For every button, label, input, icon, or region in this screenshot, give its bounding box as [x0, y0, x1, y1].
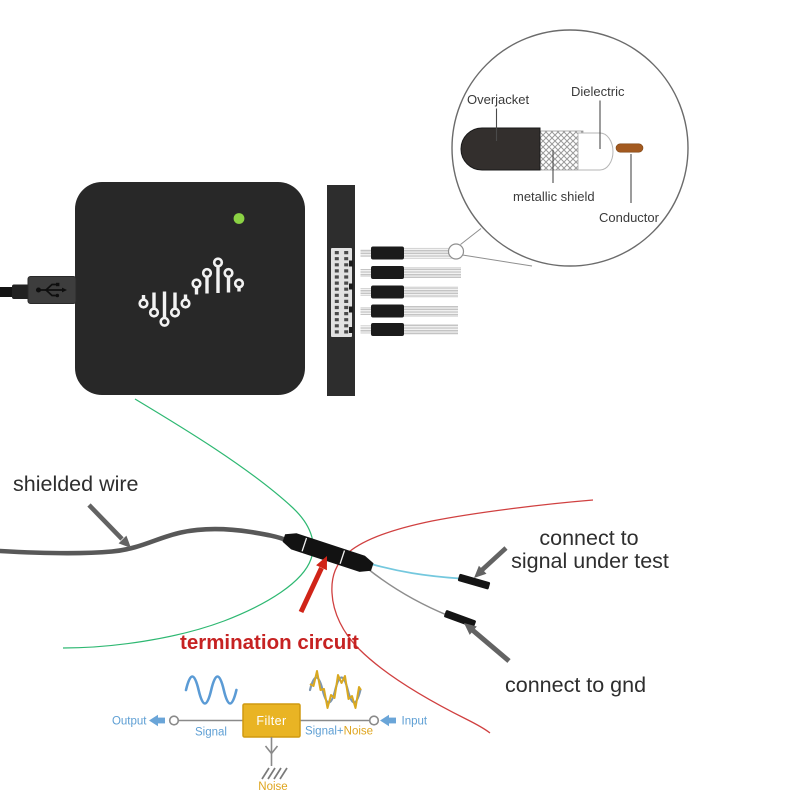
probe-connector: [371, 266, 404, 279]
shielded-wire-label: shielded wire: [13, 472, 138, 496]
coax-dielectric: [577, 132, 614, 171]
header-notch: [349, 283, 353, 290]
ribbon-wires: [404, 324, 458, 335]
header-notch: [349, 327, 353, 333]
filter-diagram: Filter Output Input Signal Signal+Noise …: [112, 670, 428, 793]
header-notch: [349, 260, 353, 267]
usb-icon: [35, 282, 67, 298]
red-wire: [331, 499, 594, 734]
pin-header: [331, 248, 352, 337]
coax-label-overjacket: Overjacket: [467, 92, 530, 107]
callout-line: [462, 254, 533, 267]
gnd-wire: [367, 568, 449, 617]
probe-connector: [371, 323, 404, 336]
ribbon-wires: [360, 307, 372, 315]
header-notch: [349, 306, 353, 313]
gnd-pin: [444, 610, 476, 628]
signal-noise-plus-part: +: [337, 726, 344, 738]
coax-label-dielectric: Dielectric: [571, 84, 625, 99]
connect-signal-label-line1: connect to: [539, 526, 638, 550]
down-arrow-icon: [264, 745, 279, 755]
logic-analyzer-device: [75, 182, 305, 395]
coax-label-metallic-shield: metallic shield: [513, 189, 595, 204]
terminal-circle-input: [368, 715, 380, 726]
ribbon-wires: [360, 249, 372, 257]
power-led: [233, 213, 245, 224]
connect-gnd-label: connect to gnd: [505, 673, 646, 697]
shielded-wire: [0, 526, 290, 556]
termination-tube: [282, 533, 374, 572]
noise-label: Noise: [258, 781, 287, 793]
termination-circuit-label: termination circuit: [180, 631, 359, 654]
green-wire: [62, 398, 314, 649]
coax-inset: Overjacket Dielectric metallic shield Co…: [451, 29, 689, 267]
usb-plug: [0, 276, 77, 304]
tube-crimp-mark: [339, 550, 346, 565]
usb-cable: [0, 287, 16, 297]
noise-zigzag-icon: [309, 670, 362, 709]
tube-crimp-mark: [301, 537, 308, 552]
probe-connector: [371, 304, 404, 318]
probe-connector: [371, 246, 404, 260]
clean-sine-icon: [184, 675, 238, 705]
output-arrow-icon: [149, 714, 165, 727]
signal-noise-noise-part: Noise: [344, 726, 373, 738]
arrow-to-signal-pin: [474, 546, 508, 578]
coax-label-conductor: Conductor: [599, 210, 660, 225]
ground-symbol-icon: [261, 767, 288, 780]
signal-noise-signal-part: Signal: [305, 726, 337, 738]
input-arrow-icon: [380, 714, 396, 727]
callout-circle: [447, 243, 465, 260]
waveform-logo-icon: [138, 257, 245, 327]
filter-box-label: Filter: [256, 714, 286, 728]
ribbon-wires: [404, 267, 461, 278]
callout-line: [460, 228, 482, 245]
coax-metallic-shield-hatch: [533, 131, 583, 170]
coax-overjacket: [460, 127, 541, 171]
arrow-to-termination: [298, 556, 327, 614]
probe-header-strip: [327, 185, 355, 396]
ribbon-wires: [404, 305, 458, 317]
device-body: [75, 182, 305, 395]
ribbon-wires: [404, 247, 458, 259]
coax-conductor: [615, 143, 644, 153]
ribbon-wires: [360, 288, 372, 296]
arrow-to-gnd-pin: [464, 623, 511, 663]
signal-label: Signal: [195, 727, 227, 739]
connect-signal-label-line2: signal under test: [511, 549, 669, 573]
signal-test-pin: [457, 573, 491, 590]
usb-cable-collar: [12, 284, 30, 299]
arrow-to-shielded-wire: [87, 503, 131, 548]
signal-noise-label: Signal+Noise: [305, 726, 373, 738]
ribbon-wires: [360, 325, 372, 334]
ribbon-wires: [404, 286, 458, 298]
ribbon-wires: [360, 268, 372, 277]
probe-connector: [371, 285, 404, 299]
signal-wire-cyan: [370, 563, 461, 580]
output-label: Output: [112, 716, 147, 728]
terminal-circle-output: [168, 715, 180, 726]
probe-connectors: [360, 246, 461, 336]
input-label: Input: [402, 716, 428, 728]
